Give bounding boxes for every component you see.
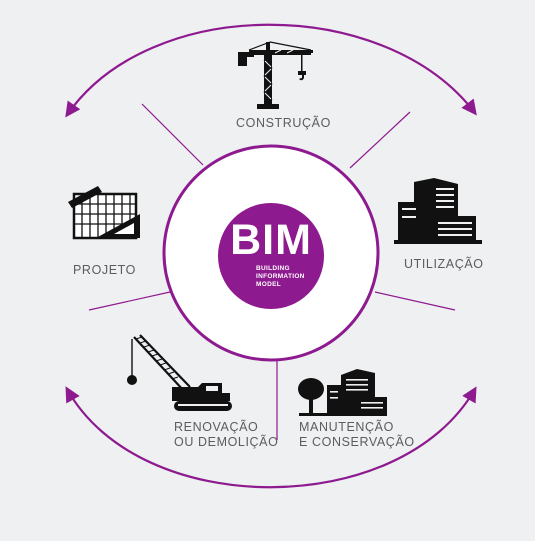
renovacao-line-1: RENOVAÇÃO [174,420,259,434]
spoke-left [88,291,171,311]
tower-crane-icon [238,41,313,109]
spoke-top-right [349,111,411,169]
stage-label-renovacao: RENOVAÇÃO OU DEMOLIÇÃO [174,420,278,450]
stage-label-utilizacao: UTILIZAÇÃO [404,257,484,271]
bim-subtitle-line-3: MODEL [256,281,281,288]
demolition-crane-icon [127,334,232,411]
stage-label-construcao: CONSTRUÇÃO [236,116,331,130]
spoke-right [374,291,456,311]
manutencao-line-1: MANUTENÇÃO [299,420,394,434]
bim-center-badge: BIM BUILDING INFORMATION MODEL [218,203,324,309]
spoke-top-left [141,103,204,166]
bottom-cycle-arrow [65,386,477,489]
bim-subtitle: BUILDING INFORMATION MODEL [256,265,305,289]
stage-label-manutencao: MANUTENÇÃO E CONSERVAÇÃO [299,420,415,450]
office-buildings-icon [394,178,482,244]
bim-subtitle-line-1: BUILDING [256,265,290,272]
stage-label-projeto: PROJETO [73,263,137,277]
bim-subtitle-line-2: INFORMATION [256,273,305,280]
top-cycle-arrow [65,23,477,118]
tree-and-building-icon [298,369,387,416]
manutencao-line-2: E CONSERVAÇÃO [299,435,415,449]
renovacao-line-2: OU DEMOLIÇÃO [174,435,279,449]
blueprint-icon [68,186,140,240]
bim-title: BIM [230,216,312,264]
